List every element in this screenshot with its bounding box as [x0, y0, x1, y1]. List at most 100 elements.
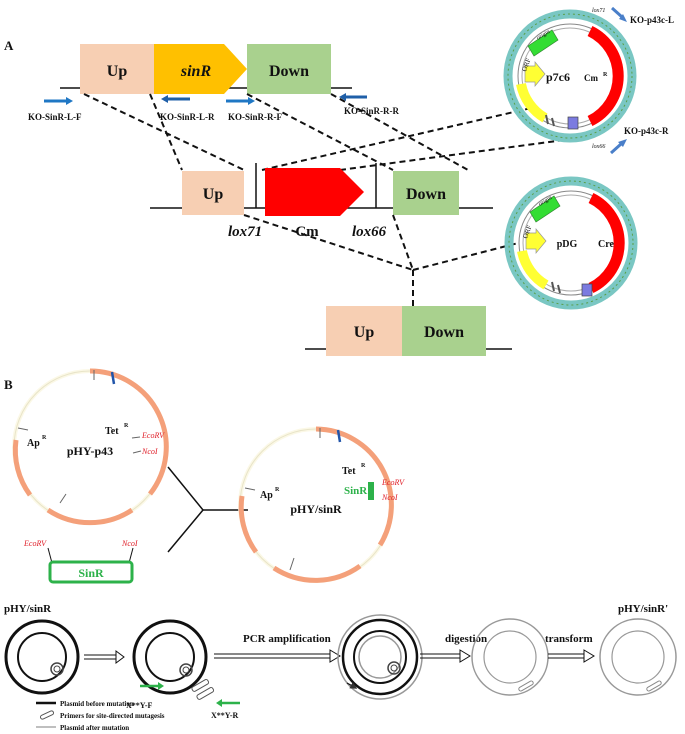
mut-plasmid-2 [132, 619, 240, 707]
mid-up-region [182, 171, 244, 215]
phy-sinr-ap: Ap [260, 490, 273, 501]
plasmid-p7c6: p7c6 Cm R origin ORF lox71 lox66 KO-p43c… [503, 6, 674, 155]
primer-f-label: X**Y-F [126, 701, 152, 710]
primer-lf-label: KO-SinR-L-F [28, 112, 82, 122]
mid-down-label: Down [406, 186, 446, 203]
p7c6-marker [567, 116, 579, 130]
legend-after-label: Plasmid after mutation [60, 724, 129, 732]
phy-sinr-sinr: SinR [344, 485, 368, 497]
primer-p43c-l-arrow [610, 6, 624, 19]
mid-down-region [393, 171, 459, 215]
phy-p43-tet-sup: R [124, 423, 129, 429]
final-up-label: Up [354, 324, 375, 341]
p7c6-lox66: lox66 [592, 144, 605, 150]
phy-sinr-tet: Tet [342, 466, 356, 477]
cre-arc [588, 193, 625, 293]
mut-arrow-transform [548, 649, 595, 663]
mut-end-label: pHY/sinR' [618, 603, 668, 615]
panel-a-label: A [4, 38, 14, 53]
final-up-region [326, 306, 402, 356]
ligation-lines [167, 466, 248, 553]
mut-plasmid-1 [4, 619, 80, 695]
final-down-label: Down [424, 324, 464, 341]
insert-sinr-label: SinR [78, 566, 104, 580]
connector-lines-upper [83, 93, 565, 171]
down-label: Down [269, 63, 309, 80]
mut-plasmid-3 [337, 614, 423, 700]
sinr-label: sinR [180, 63, 212, 80]
insert-ecorv: EcoRV [23, 539, 47, 548]
phy-sinr-insert-mark [368, 482, 374, 500]
mid-up-label: Up [203, 186, 224, 203]
panel-b-label: B [4, 377, 13, 392]
pdg-name: pDG [557, 239, 578, 250]
primer-f-shape [191, 679, 210, 692]
p7c6-cm: Cm [584, 73, 598, 83]
sinr-gene [154, 44, 247, 94]
phy-sinr-name: pHY/sinR [290, 502, 342, 516]
phy-p43-tet: Tet [105, 426, 119, 437]
pdg-origin [529, 195, 561, 223]
phy-p43-ap-sup: R [42, 435, 47, 441]
step-transform-label: transform [545, 633, 593, 645]
phy-sinr-orange-arc-2 [272, 563, 362, 583]
insert-ncoi: NcoI [121, 539, 138, 548]
mut-plasmid-4 [471, 618, 549, 696]
pdg-orf-arrow [525, 228, 547, 254]
phy-sinr-ncoi: NcoI [381, 493, 398, 502]
phy-sinr-tet-sup: R [361, 463, 366, 469]
mut-plasmid-5 [599, 618, 677, 696]
sinr-insert: EcoRV NcoI SinR [23, 539, 138, 584]
primer-r-shape [196, 686, 215, 700]
p7c6-cm-sup: R [603, 72, 608, 78]
step-pcr-label: PCR amplification [243, 633, 331, 645]
legend-primer-swatch [39, 710, 55, 720]
phy-sinr-orange-arc-3 [238, 495, 259, 554]
phy-p43-ecorv: EcoRV [141, 431, 165, 440]
primer-r-label: X**Y-R [211, 711, 238, 720]
mut-start-label: pHY/sinR [4, 603, 52, 615]
legend-before-label: Plasmid before mutation [60, 700, 134, 708]
primer-rr-label: KO-SinR-R-R [344, 106, 400, 116]
legend-primer-label: Primers for site-directed mutagesis [60, 712, 165, 720]
phy-p43-ap: Ap [27, 438, 40, 449]
connector-lines-lower [243, 214, 531, 306]
up-label: Up [107, 63, 128, 80]
phy-p43-orange-arc-3 [12, 439, 33, 497]
p7c6-name: p7c6 [546, 70, 570, 84]
cm-arc [587, 26, 624, 126]
primer-p43c-l-label: KO-p43c-L [630, 15, 674, 25]
phy-sinr-ecorv: EcoRV [381, 478, 405, 487]
plasmid-phy-p43: pHY-p43 Ap R Tet R EcoRV NcoI [12, 368, 169, 526]
primer-p43c-r-arrow [609, 142, 623, 155]
phy-p43-orange-arc-2 [46, 507, 134, 526]
sinr-insert-box [48, 560, 134, 584]
pdg-marker [581, 283, 593, 297]
final-construct: Up Down [305, 306, 512, 356]
primer-arrows [44, 93, 367, 105]
up-region [80, 44, 154, 94]
lox66-label: lox66 [352, 224, 387, 240]
lox71-label: lox71 [228, 224, 262, 240]
final-down-region [402, 306, 486, 356]
pdg-cre: Cre [598, 239, 614, 250]
phy-p43-name: pHY-p43 [67, 444, 113, 458]
primer-lr-label: KO-SinR-L-R [160, 112, 215, 122]
step-digestion-label: digestion [445, 633, 487, 645]
primer-p43c-r-label: KO-p43c-R [624, 126, 669, 136]
mut-legend: Plasmid before mutation Primers for site… [36, 700, 165, 732]
cm-label: Cm [295, 224, 319, 240]
plasmid-phy-sinr: pHY/sinR Ap R Tet R SinR EcoRV NcoI [238, 426, 405, 583]
mut-arrow-pcr [214, 649, 341, 663]
p7c6-lox71: lox71 [592, 8, 605, 14]
mut-arrow-digestion [420, 649, 471, 663]
cm-gene [265, 168, 364, 216]
plasmid-pdg: pDG Cre origin ORF [504, 176, 638, 310]
primer-rf-label: KO-SinR-R-F [228, 112, 283, 122]
phy-p43-ncoi: NcoI [141, 447, 158, 456]
down-region [247, 44, 331, 94]
phy-sinr-ap-sup: R [275, 487, 280, 493]
top-gene-construct: Up sinR Down [60, 44, 352, 94]
mut-arrow-1 [84, 650, 125, 664]
